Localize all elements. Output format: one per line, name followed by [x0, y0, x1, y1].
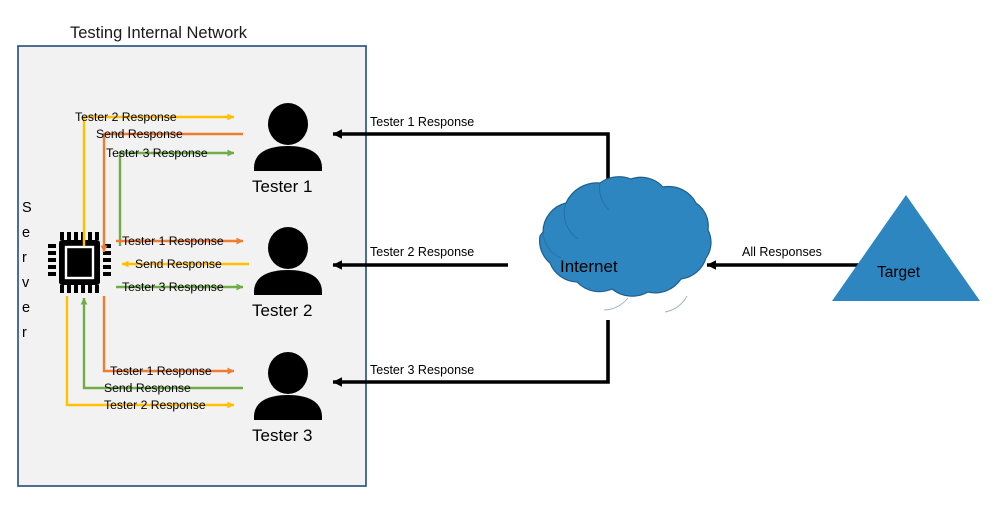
edge-label-tester3-0: Tester 1 Response — [110, 364, 212, 378]
edge-label-tester2-2: Tester 3 Response — [122, 280, 224, 294]
edge-label-internet-tester2: Tester 2 Response — [370, 245, 474, 259]
node-label-tester1: Tester 1 — [252, 177, 312, 196]
edge-tester3-orange — [102, 296, 235, 375]
server-letter-5: r — [22, 325, 27, 341]
cpu-chip-icon — [48, 232, 111, 293]
server-vertical-label: S e r v e r — [22, 200, 32, 341]
node-label-tester3: Tester 3 — [252, 426, 312, 445]
person-icon-tester2 — [254, 227, 322, 295]
edge-tester3-yellow — [65, 296, 235, 409]
edge-label-tester3-2: Tester 2 Response — [104, 398, 206, 412]
node-label-tester2: Tester 2 — [252, 301, 312, 320]
server-letter-2: r — [22, 250, 27, 266]
edge-label-tester3-1: Send Response — [104, 381, 191, 395]
edge-label-target-internet: All Responses — [742, 245, 822, 259]
server-letter-0: S — [22, 200, 32, 216]
person-icon-tester3 — [254, 352, 322, 420]
triangle-icon-target — [832, 195, 980, 301]
edge-label-tester1-1: Send Response — [96, 127, 183, 141]
tester3-edge-group: Tester 1 Response Send Response Tester 2… — [65, 296, 243, 412]
person-icon-tester1 — [254, 103, 322, 171]
edge-tester1-yellow — [82, 113, 235, 246]
tester1-edge-group: Tester 2 Response Send Response Tester 3… — [75, 110, 243, 253]
server-letter-1: e — [22, 225, 30, 241]
page-title: Testing Internal Network — [70, 24, 248, 42]
edge-tester1-orange — [100, 132, 243, 253]
edge-label-tester2-0: Tester 1 Response — [122, 234, 224, 248]
edge-internet-tester3 — [332, 320, 610, 387]
edge-label-tester2-1: Send Response — [135, 257, 222, 271]
edge-label-internet-tester3: Tester 3 Response — [370, 363, 474, 377]
tester2-edge-group: Tester 1 Response Send Response Tester 3… — [116, 234, 249, 294]
edge-label-tester1-2: Tester 3 Response — [106, 146, 208, 160]
edge-label-internet-tester1: Tester 1 Response — [370, 115, 474, 129]
server-letter-3: v — [22, 275, 30, 291]
edge-tester1-green — [118, 149, 235, 246]
node-label-target: Target — [877, 264, 921, 281]
server-letter-4: e — [22, 300, 30, 316]
edge-tester3-green — [80, 297, 243, 390]
edge-label-tester1-0: Tester 2 Response — [75, 110, 177, 124]
edge-internet-tester1 — [332, 129, 610, 208]
node-label-internet: Internet — [560, 257, 618, 276]
cloud-icon — [539, 176, 712, 313]
